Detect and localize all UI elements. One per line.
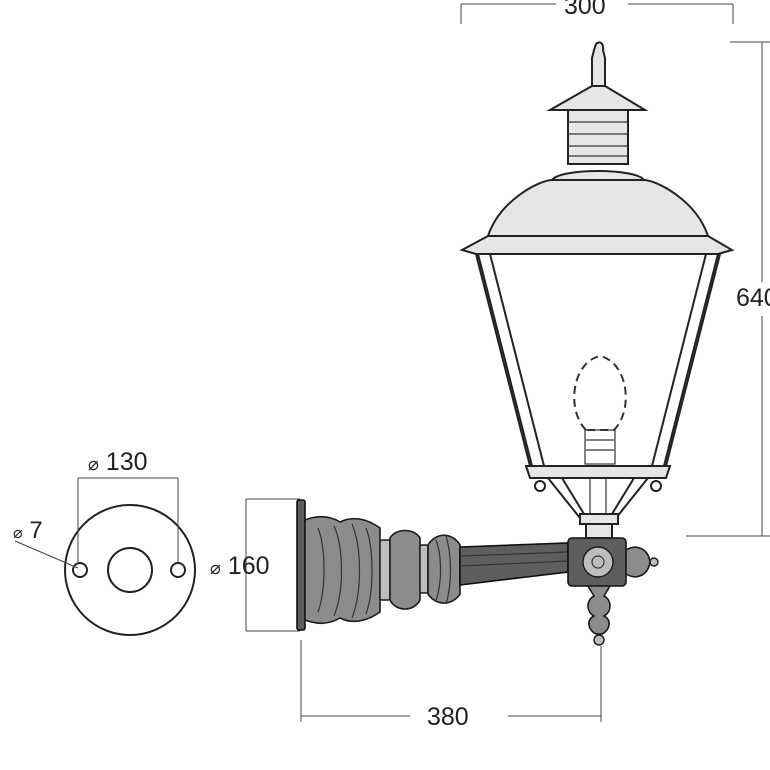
- wall-plate-hole-left: [72, 562, 88, 578]
- lantern-brim: [459, 235, 735, 255]
- wall-plate-front-view: [64, 504, 196, 636]
- diameter-symbol: ⌀: [88, 454, 99, 474]
- lantern-bulb: [573, 354, 627, 431]
- svg-text:⌀ 160: ⌀ 160: [210, 552, 270, 580]
- wall-plate-hole-right: [170, 562, 186, 578]
- plate-diameter-value: 160: [228, 552, 270, 580]
- svg-text:⌀ 7: ⌀ 7: [13, 517, 43, 544]
- junction-side-finial: [625, 546, 651, 578]
- total-height-value: 640: [736, 284, 770, 312]
- wall-plate-outline: [64, 504, 196, 636]
- arm-collar: [379, 539, 391, 601]
- lantern-bottom-ring: [524, 465, 672, 479]
- wall-plate-side: [296, 499, 306, 631]
- dimension-hole-diameter: ⌀ 7: [13, 517, 79, 569]
- dimension-hole-spacing: ⌀ 130: [77, 448, 179, 562]
- lantern-top-cap: [546, 85, 649, 111]
- lantern-top-finial: [591, 41, 606, 87]
- arm-knuckle: [389, 529, 421, 610]
- wall-plate-center-hole: [107, 547, 153, 593]
- arm-projection-value: 380: [427, 703, 469, 731]
- lantern-width-value: 300: [564, 0, 606, 20]
- hole-diameter-value: 7: [29, 517, 42, 544]
- arm-base-ornament: [304, 516, 381, 624]
- junction-bottom-finial: [586, 585, 612, 635]
- dimension-plate-diameter: ⌀ 160: [210, 498, 300, 632]
- svg-text:⌀ 130: ⌀ 130: [88, 448, 148, 476]
- dimension-lantern-width: 300: [460, 0, 734, 24]
- dimension-total-height: 640: [686, 41, 770, 537]
- diameter-symbol: ⌀: [210, 558, 221, 578]
- hole-spacing-value: 130: [106, 448, 148, 476]
- arm-fluted-ornament: [427, 534, 461, 604]
- junction-rosette: [582, 546, 614, 578]
- diameter-symbol: ⌀: [13, 525, 23, 542]
- lantern-dome: [486, 179, 710, 237]
- lantern-chimney: [567, 109, 629, 165]
- dimension-arm-projection: 380: [300, 640, 602, 731]
- lantern-glass: [476, 253, 720, 467]
- lantern-head: [459, 41, 735, 539]
- lantern-bottom-cage: [547, 477, 649, 519]
- wall-arm-side-view: [296, 499, 659, 646]
